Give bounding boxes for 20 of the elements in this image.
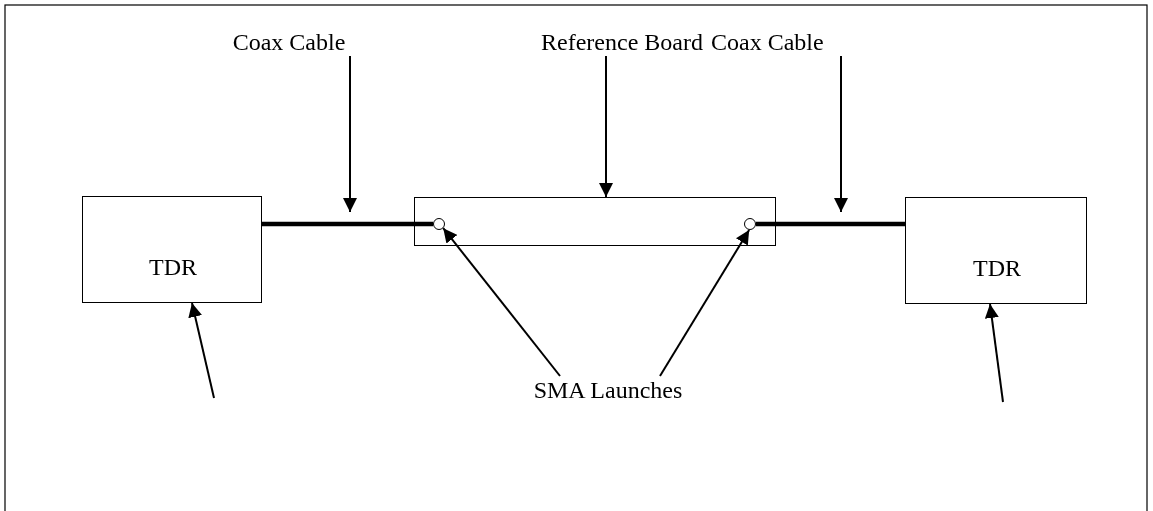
leader-arrow: [188, 302, 215, 399]
leader-arrow: [834, 55, 848, 213]
leader-arrow: [343, 55, 357, 213]
callout-label: SMA Launches: [532, 376, 684, 404]
callout-label: Coax Cable: [231, 28, 347, 56]
coax-cable-line: [262, 221, 433, 227]
leader-arrow: [659, 228, 751, 377]
device-box: [82, 196, 262, 303]
leader-arrow: [599, 55, 613, 198]
leader-arrow: [442, 227, 561, 377]
connector-circle: [433, 218, 445, 230]
leader-arrow: [984, 303, 1004, 403]
board-box: [414, 197, 776, 246]
callout-label: Reference Board: [540, 28, 704, 56]
coax-cable-line: [756, 221, 905, 227]
device-box: [905, 197, 1087, 304]
device-label: TDR: [972, 254, 1022, 282]
callout-label: Coax Cable: [711, 28, 824, 56]
connector-circle: [744, 218, 756, 230]
device-label: TDR: [148, 253, 198, 281]
